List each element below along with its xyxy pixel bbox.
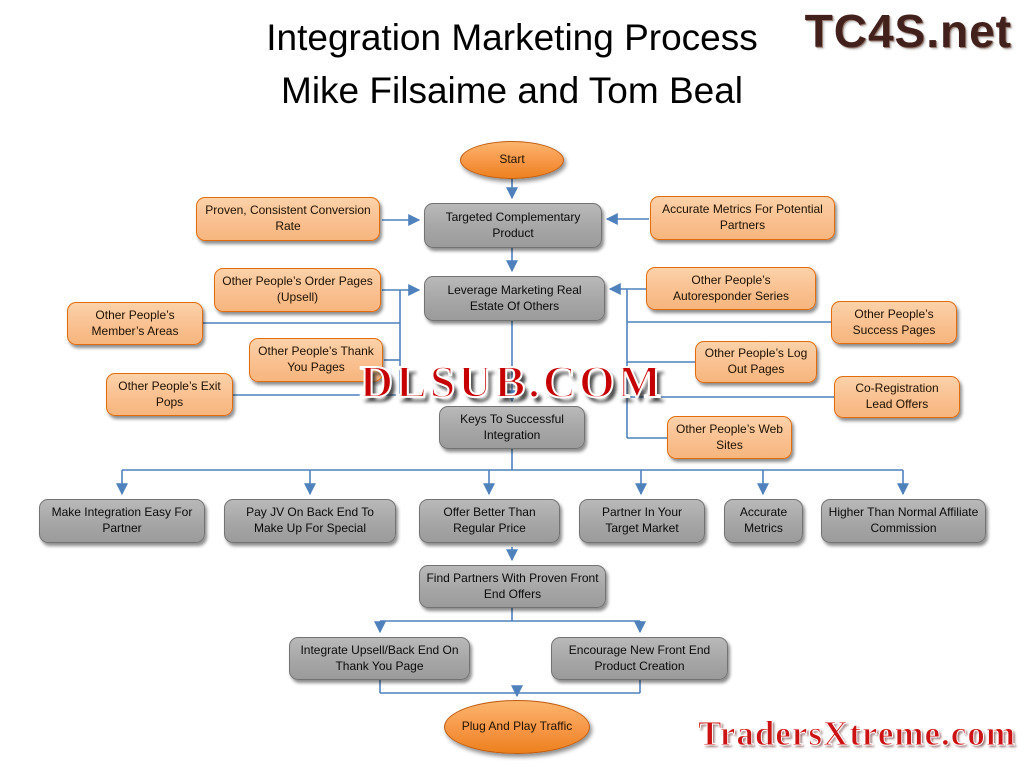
page-title: Integration Marketing Process Mike Filsa…	[0, 12, 1024, 117]
watermark-dlsub: DLSUB.COM	[359, 355, 665, 408]
node-offer-better-than-regular-price: Offer Better Than Regular Price	[419, 499, 560, 543]
node-partner-in-target-market: Partner In Your Target Market	[579, 499, 705, 543]
node-accurate-metrics-for-partners: Accurate Metrics For Potential Partners	[650, 196, 835, 240]
watermark-tradersxtreme: TradersXtreme.com	[698, 714, 1016, 754]
node-higher-affiliate-commission: Higher Than Normal Affiliate Commission	[821, 499, 986, 543]
node-log-out-pages: Other People’s Log Out Pages	[695, 341, 817, 383]
node-targeted-complementary-product: Targeted Complementary Product	[424, 203, 602, 248]
node-keys-to-successful-integration: Keys To Successful Integration	[439, 406, 585, 449]
title-line-2: Mike Filsaime and Tom Beal	[281, 69, 743, 111]
node-web-sites: Other People’s Web Sites	[667, 416, 792, 459]
title-line-1: Integration Marketing Process	[266, 17, 758, 58]
node-start: Start	[460, 141, 564, 179]
watermark-tc4s: TC4S.net	[804, 5, 1012, 57]
node-pay-jv-on-back-end: Pay JV On Back End To Make Up For Specia…	[224, 499, 396, 543]
node-members-areas: Other People’s Member’s Areas	[67, 302, 203, 345]
node-encourage-new-product-creation: Encourage New Front End Product Creation	[551, 637, 728, 680]
node-make-integration-easy: Make Integration Easy For Partner	[39, 499, 205, 543]
node-co-registration-lead-offers: Co-Registration Lead Offers	[834, 376, 960, 418]
node-proven-conversion-rate: Proven, Consistent Conversion Rate	[196, 197, 380, 241]
node-leverage-marketing-real-estate: Leverage Marketing Real Estate Of Others	[424, 276, 605, 321]
node-accurate-metrics: Accurate Metrics	[724, 499, 803, 543]
node-find-partners-proven-offers: Find Partners With Proven Front End Offe…	[419, 565, 606, 608]
node-exit-pops: Other People’s Exit Pops	[106, 373, 233, 416]
node-autoresponder-series: Other People’s Autoresponder Series	[646, 267, 816, 310]
node-order-pages-upsell: Other People’s Order Pages (Upsell)	[214, 268, 381, 312]
node-thank-you-pages: Other People’s Thank You Pages	[249, 338, 383, 382]
node-success-pages: Other People’s Success Pages	[831, 301, 957, 344]
node-integrate-upsell-thank-you-page: Integrate Upsell/Back End On Thank You P…	[289, 637, 470, 680]
node-plug-and-play-traffic: Plug And Play Traffic	[444, 700, 590, 754]
